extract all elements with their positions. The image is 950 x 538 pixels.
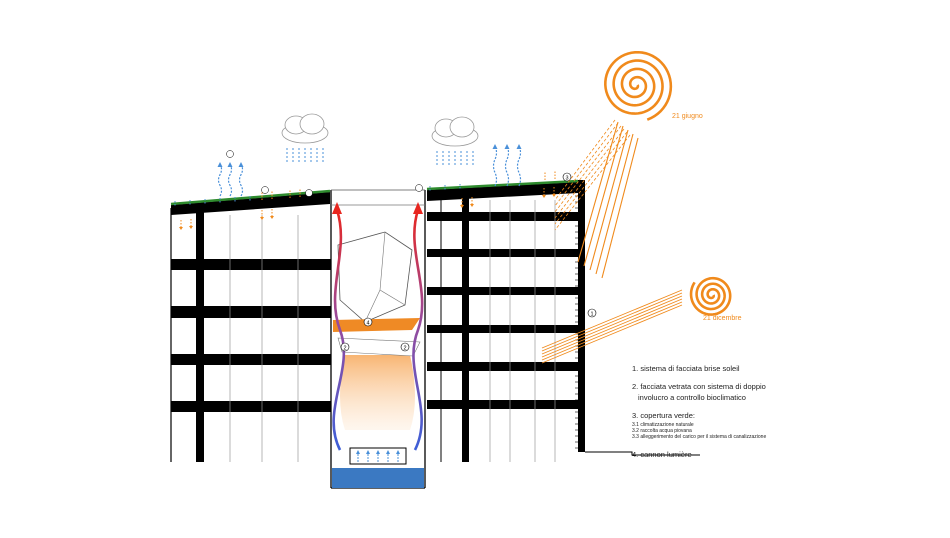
legend-item-1: 1. sistema di facciata brise soleil bbox=[632, 364, 740, 373]
legend-sub-3-1: 3.1 climatizzazione naturale bbox=[632, 422, 694, 428]
svg-text:2: 2 bbox=[403, 346, 406, 352]
sun-ray bbox=[554, 134, 631, 231]
sun-ray bbox=[554, 119, 616, 201]
marker-1: 1 bbox=[587, 308, 597, 318]
sun-ray bbox=[554, 122, 619, 207]
atrium-glow bbox=[340, 355, 415, 430]
right-green-roof bbox=[426, 179, 579, 191]
sun-ray bbox=[541, 304, 683, 364]
sun-ray bbox=[554, 131, 628, 225]
left-column bbox=[196, 212, 204, 462]
evaporation-arrow bbox=[238, 163, 244, 197]
floor-slab bbox=[171, 354, 331, 365]
cloud-icon bbox=[431, 116, 479, 147]
svg-text:4: 4 bbox=[366, 321, 369, 327]
marker-4: 4 bbox=[363, 317, 373, 327]
svg-text:3: 3 bbox=[565, 176, 568, 182]
legend: 1. sistema di facciata brise soleil 2. f… bbox=[632, 364, 932, 468]
right-column bbox=[462, 196, 469, 462]
floor-slab bbox=[427, 400, 579, 409]
sun-ray bbox=[541, 295, 683, 355]
right-building bbox=[426, 179, 700, 462]
sun-ray bbox=[595, 133, 634, 275]
cloud-icon bbox=[281, 113, 329, 144]
hot-air-left bbox=[332, 209, 346, 451]
svg-text:2: 2 bbox=[343, 346, 346, 352]
sun-december-label: 21 dicembre bbox=[703, 315, 742, 322]
atrium bbox=[330, 189, 426, 489]
suspended-volume bbox=[337, 231, 413, 323]
sun-june-icon bbox=[604, 50, 673, 121]
sun-ray bbox=[554, 128, 625, 219]
sun-ray bbox=[601, 137, 639, 279]
evaporation-arrow bbox=[227, 163, 233, 197]
marker-3-3 bbox=[305, 189, 313, 197]
sun-rays bbox=[541, 119, 683, 364]
sun-december-icon bbox=[689, 276, 732, 316]
evaporation-arrow bbox=[492, 145, 498, 187]
floor-slab bbox=[427, 249, 579, 257]
marker-2-right: 2 bbox=[400, 342, 410, 352]
floor-slab bbox=[171, 306, 331, 318]
legend-sub-3-2: 3.2 raccolta acqua piovana bbox=[632, 428, 692, 435]
brise-soleil bbox=[578, 180, 585, 452]
marker-3-1 bbox=[226, 150, 234, 158]
svg-text:1: 1 bbox=[590, 312, 593, 318]
legend-sub-3-3: 3.3 alleggerimento del carico per il sis… bbox=[632, 434, 767, 441]
evaporation-arrow bbox=[504, 145, 510, 187]
evaporation-arrow bbox=[516, 145, 522, 187]
sun-ray bbox=[583, 125, 624, 267]
right-facade-mullions bbox=[440, 200, 556, 462]
floor-slab bbox=[427, 287, 579, 295]
sun-ray bbox=[541, 298, 683, 358]
floor-slab bbox=[427, 212, 579, 221]
sun-ray bbox=[554, 125, 622, 213]
marker-3: 3 bbox=[562, 172, 572, 182]
legend-item-2b: involucro a controllo bioclimatico bbox=[638, 393, 746, 402]
hot-air-right bbox=[412, 209, 424, 451]
marker-3-1-atrium bbox=[415, 184, 423, 192]
sun-ray bbox=[589, 129, 629, 271]
evaporation-arrow bbox=[217, 163, 223, 197]
legend-item-3: 3. copertura verde: bbox=[632, 411, 695, 420]
floor-slab bbox=[427, 325, 579, 333]
sun-june-label: 21 giugno bbox=[672, 113, 703, 120]
right-floor-slabs bbox=[427, 212, 579, 409]
left-roof-slab bbox=[171, 192, 330, 215]
floor-slab bbox=[171, 401, 331, 412]
sun-ray bbox=[541, 289, 683, 349]
left-floor-slabs bbox=[171, 259, 331, 412]
marker-3-2 bbox=[261, 186, 269, 194]
rain-and-evaporation bbox=[174, 113, 556, 230]
marker-2-left: 2 bbox=[340, 342, 350, 352]
legend-item-4: 4. cannon lumière bbox=[632, 449, 692, 459]
water-basin bbox=[332, 468, 424, 488]
vent-arrows bbox=[356, 450, 400, 462]
left-building bbox=[170, 189, 331, 462]
light-cannon bbox=[333, 318, 420, 332]
floor-slab bbox=[427, 362, 579, 371]
floor-slab bbox=[171, 259, 331, 270]
sun-ray bbox=[541, 301, 683, 361]
sun-ray bbox=[541, 292, 683, 352]
legend-item-2a: 2. facciata vetrata con sistema di doppi… bbox=[632, 382, 766, 391]
left-facade-mullions bbox=[229, 215, 299, 462]
